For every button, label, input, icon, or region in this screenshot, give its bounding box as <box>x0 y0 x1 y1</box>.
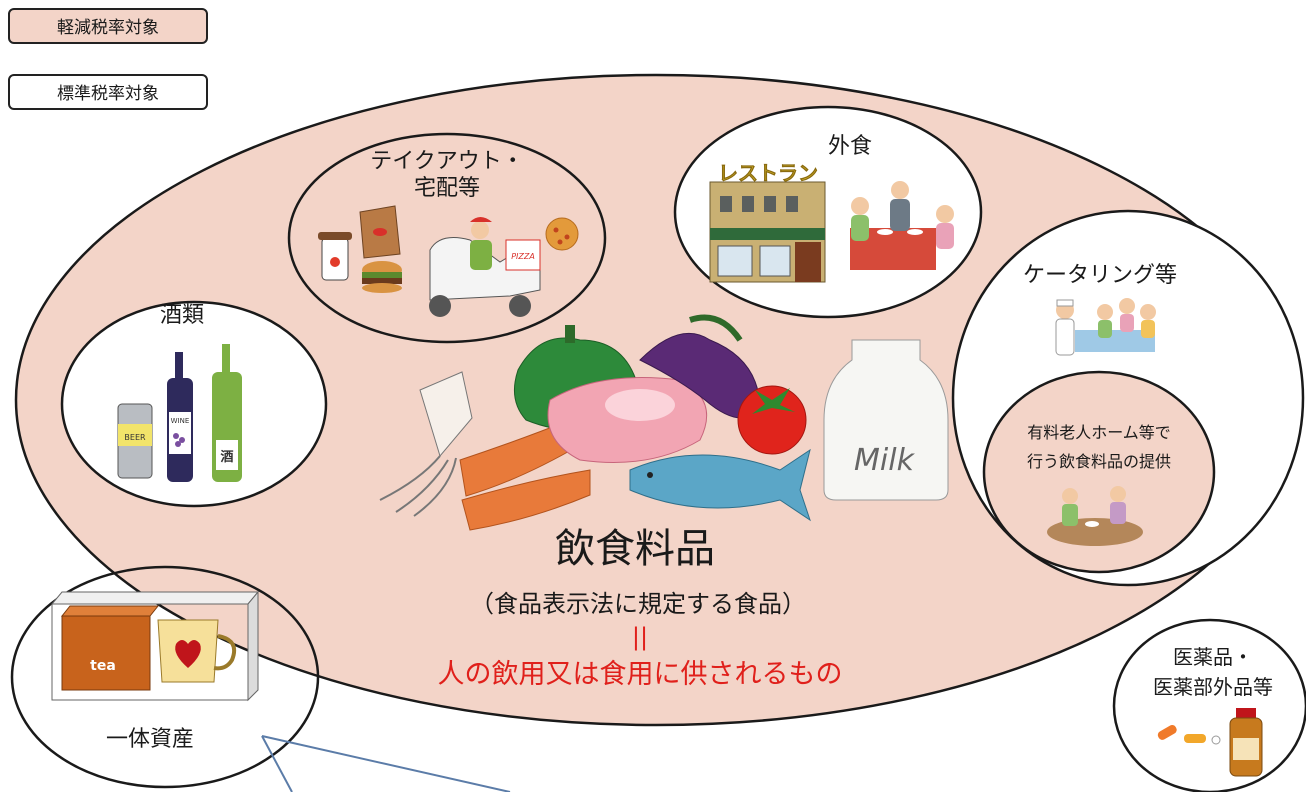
alcohol-label: 酒類 <box>160 303 204 328</box>
sake-bottle-icon: 酒 <box>212 344 242 482</box>
pharma-label-line1: 医薬品・ <box>1173 645 1253 669</box>
diners-icon <box>850 181 954 270</box>
hamburger-icon <box>362 261 402 293</box>
center-equals: || <box>632 623 648 651</box>
catering-label: ケータリング等 <box>1023 263 1177 288</box>
pharma-label-line2: 医薬部外品等 <box>1153 675 1273 699</box>
fish-icon <box>629 448 811 522</box>
alcohol-circle <box>60 300 328 508</box>
elderly-dining-icon <box>1047 486 1143 546</box>
meat-icon <box>547 377 708 463</box>
nursing-home-label-line2: 行う飲食料品の提供 <box>1027 452 1171 471</box>
takeout-label-line2: 宅配等 <box>414 176 480 201</box>
combined-asset-label: 一体資産 <box>106 727 194 752</box>
pizza-box-text: PIZZA <box>511 252 535 261</box>
dining-out-label: 外食 <box>828 134 872 159</box>
combined-asset-circle <box>10 565 320 789</box>
dining-out-group: 外食 レストラン <box>673 105 983 319</box>
center-foods: Milk <box>379 314 949 531</box>
legend-standard-rate: 標準税率対象 <box>8 74 208 110</box>
nursing-home-label-line1: 有料老人ホーム等で <box>1027 423 1171 442</box>
takeout-label-line1: テイクアウト・ <box>370 149 524 174</box>
nursing-home-circle <box>982 370 1216 574</box>
tea-text: tea <box>90 658 116 674</box>
combined-asset-group: tea 一体資産 <box>10 565 320 789</box>
pharma-group: 医薬品・ 医薬部外品等 <box>1112 618 1306 792</box>
sake-text: 酒 <box>220 450 233 465</box>
paper-bag-icon <box>359 205 401 259</box>
gift-box-icon: tea <box>50 590 260 702</box>
wine-text: WINE <box>171 417 190 425</box>
restaurant-sign-text: レストラン <box>718 161 818 185</box>
alcohol-group: 酒類 BEER WINE 酒 <box>60 300 328 508</box>
delivery-scooter-icon: PIZZA <box>429 217 541 317</box>
restaurant-building-icon: レストラン <box>709 161 826 283</box>
milk-bottle-icon: Milk <box>823 339 949 501</box>
catering-group: ケータリング等 有料老人ホーム等で 行う飲食料品の提供 <box>951 209 1305 587</box>
beer-can-icon: BEER <box>117 403 153 479</box>
milk-text: Milk <box>854 443 916 478</box>
tomato-icon <box>737 385 807 455</box>
takeout-group: テイクアウト・ 宅配等 <box>287 132 607 344</box>
beer-text: BEER <box>124 433 146 442</box>
wine-bottle-icon: WINE <box>167 352 193 482</box>
catering-staff-icon <box>1055 298 1156 356</box>
center-subtitle: （食品表示法に規定する食品） <box>470 590 806 618</box>
coffee-cup-icon <box>318 232 352 281</box>
center-definition: 人の飲用又は食用に供されるもの <box>438 659 843 690</box>
squid-icon <box>379 371 473 517</box>
medicine-bottle-icon <box>1229 708 1263 777</box>
pizza-icon <box>545 217 579 251</box>
legend-reduced-rate: 軽減税率対象 <box>8 8 208 44</box>
pills-icon <box>1157 725 1221 745</box>
pointer-arrow <box>261 735 511 792</box>
center-title: 飲食料品 <box>555 526 715 572</box>
